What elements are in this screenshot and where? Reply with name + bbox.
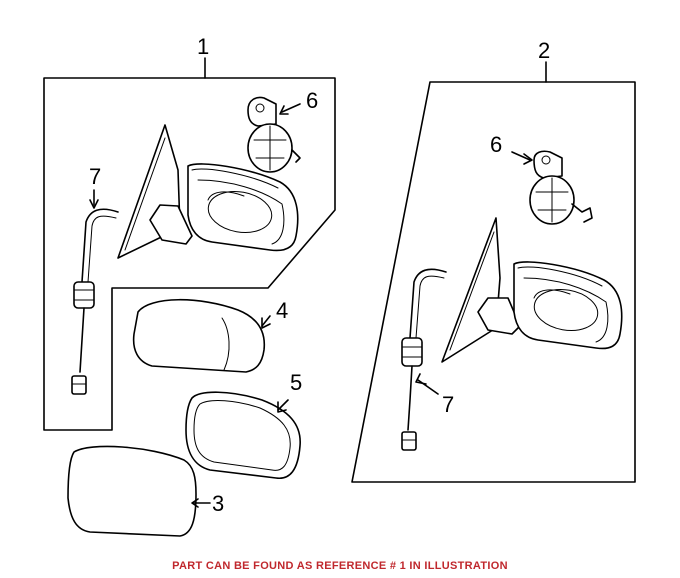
callout-7-left: 7	[89, 164, 101, 189]
callout-5: 5	[290, 370, 302, 395]
mirror-assembly-right	[441, 217, 623, 363]
assembly-1-frame: 1	[43, 34, 336, 431]
mirror-glass: 3	[67, 445, 224, 537]
callout-6-left: 6	[306, 88, 318, 113]
mirror-cover: 4	[132, 298, 288, 373]
harness-right: 7	[401, 268, 454, 451]
motor-right: 6	[490, 132, 593, 225]
callout-6-right: 6	[490, 132, 502, 157]
assembly-2-frame: 2	[351, 38, 636, 483]
callout-2: 2	[538, 38, 550, 63]
reference-note: PART CAN BE FOUND AS REFERENCE # 1 IN IL…	[172, 560, 508, 572]
harness-left: 7	[71, 164, 119, 395]
motor-left: 6	[247, 88, 318, 173]
callout-3: 3	[212, 491, 224, 516]
callout-4: 4	[276, 298, 288, 323]
mirror-assembly-left	[117, 124, 299, 259]
callout-7-right: 7	[442, 392, 454, 417]
glass-holder: 5	[185, 370, 302, 479]
callout-1: 1	[197, 34, 209, 59]
